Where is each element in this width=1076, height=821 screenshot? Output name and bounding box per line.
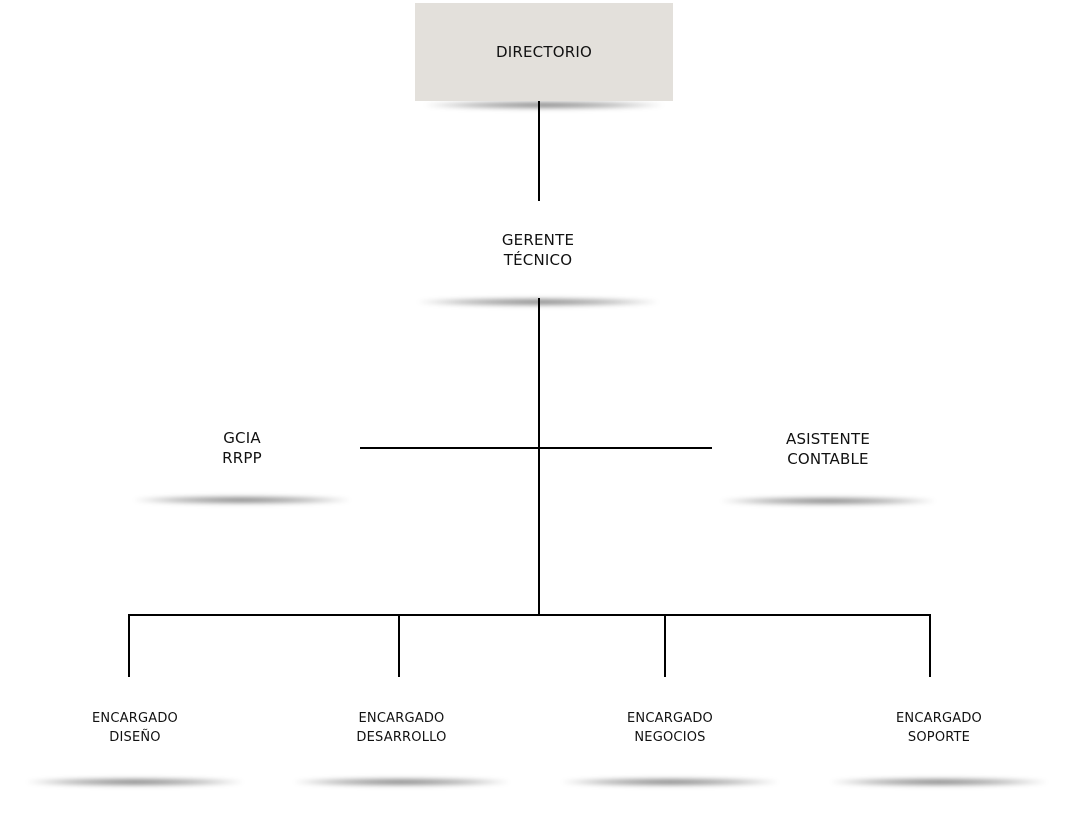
connector-drop-diseno (128, 614, 130, 677)
node-label-line1: ENCARGADO (896, 710, 982, 726)
node-label: ASISTENTE CONTABLE (712, 429, 944, 469)
node-shadow (134, 496, 350, 504)
node-shadow (418, 298, 658, 306)
node-label-line1: ENCARGADO (358, 710, 445, 726)
node-encargado-diseno: ENCARGADO DISEÑO (18, 677, 252, 786)
node-label-line2: SOPORTE (907, 729, 971, 745)
node-label-line1: GERENTE (501, 230, 575, 249)
node-encargado-soporte: ENCARGADO SOPORTE (822, 677, 1056, 786)
node-shadow (721, 497, 935, 505)
node-shadow (831, 778, 1047, 786)
connector-directorio-gerente (538, 101, 540, 201)
node-label: DIRECTORIO (415, 42, 673, 62)
connector-drop-soporte (929, 614, 931, 677)
node-shadow (294, 778, 509, 786)
node-label: ENCARGADO DESARROLLO (285, 709, 518, 747)
connector-gerente-trunk (538, 298, 540, 615)
node-label-line2: CONTABLE (787, 449, 869, 468)
node-shadow (562, 778, 778, 786)
node-label-line1: ASISTENTE (785, 429, 871, 448)
node-label: ENCARGADO NEGOCIOS (553, 709, 787, 747)
node-asistente-contable: ASISTENTE CONTABLE (712, 400, 944, 505)
node-label-line1: ENCARGADO (627, 710, 713, 726)
node-label-line2: DISEÑO (109, 729, 161, 745)
connector-drop-desarrollo (398, 614, 400, 677)
node-gcia-rrpp: GCIA RRPP (125, 400, 359, 504)
node-label-line1: DIRECTORIO (496, 43, 592, 61)
node-label-line1: ENCARGADO (92, 710, 178, 726)
node-encargado-negocios: ENCARGADO NEGOCIOS (553, 677, 787, 786)
node-shadow (425, 101, 663, 109)
node-label: ENCARGADO SOPORTE (822, 709, 1056, 747)
node-label: ENCARGADO DISEÑO (18, 709, 252, 747)
node-shadow (27, 778, 243, 786)
node-gerente-tecnico: GERENTE TÉCNICO (408, 201, 668, 306)
node-label-line2: NEGOCIOS (634, 729, 706, 745)
node-label-line2: RRPP (222, 449, 262, 467)
node-label: GERENTE TÉCNICO (408, 230, 668, 270)
node-label: GCIA RRPP (125, 428, 359, 468)
node-label-line2: TÉCNICO (503, 250, 573, 269)
node-label-line1: GCIA (223, 429, 261, 447)
connector-encargados-horizontal (128, 614, 931, 616)
node-box (415, 3, 673, 101)
connector-staff-horizontal (360, 447, 712, 449)
node-directorio: DIRECTORIO (415, 3, 673, 109)
node-label-line2: DESARROLLO (356, 729, 447, 745)
node-encargado-desarrollo: ENCARGADO DESARROLLO (285, 677, 518, 786)
connector-drop-negocios (664, 614, 666, 677)
